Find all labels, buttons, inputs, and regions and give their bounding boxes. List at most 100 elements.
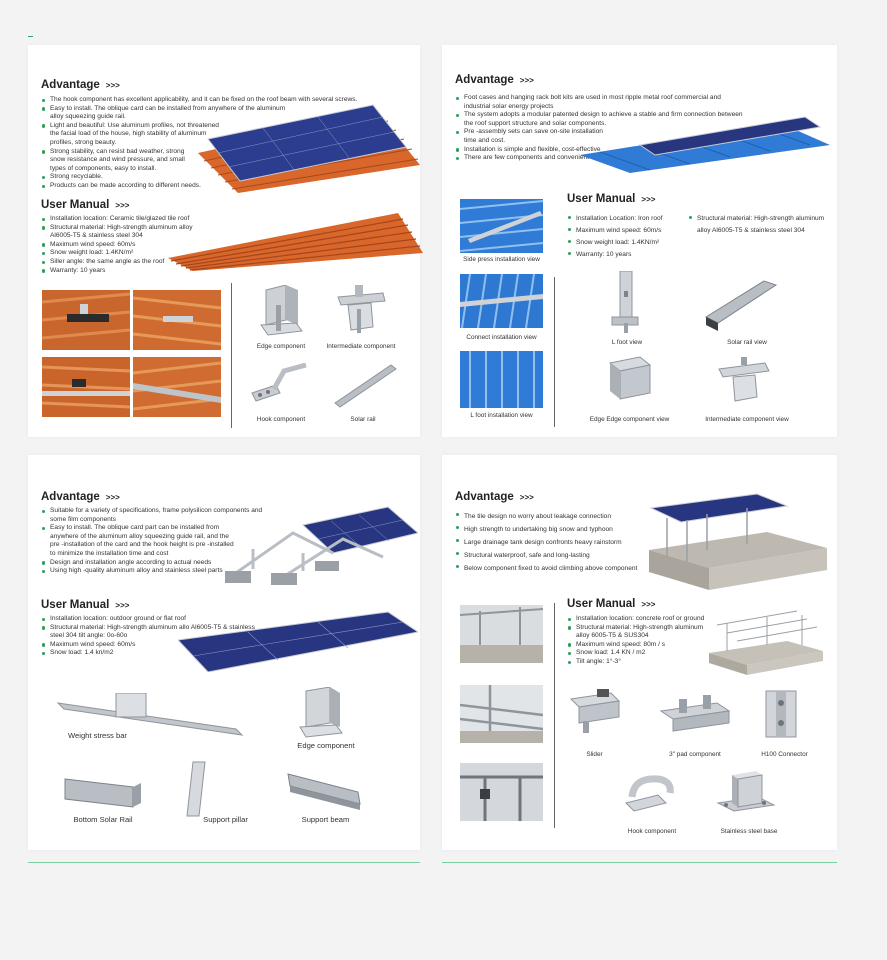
ground-mount-panel: Advantage>>> Suitable for a variety of s… xyxy=(28,455,420,850)
roof-photo xyxy=(42,290,130,350)
list-item: Design and installation angle according … xyxy=(41,559,271,568)
user-manual-heading: User Manual>>> xyxy=(567,193,656,205)
divider xyxy=(231,283,232,428)
component-caption: Support beam xyxy=(301,815,350,824)
weight-bar-icon xyxy=(56,693,244,736)
view-caption: Connect installation view xyxy=(466,334,537,341)
l-foot-icon xyxy=(611,271,639,333)
component-caption: Edge component xyxy=(297,741,355,750)
hook-icon xyxy=(625,775,674,812)
divider xyxy=(554,603,555,828)
roof-photo xyxy=(133,357,221,417)
list-item: Structural material: High-strength alumi… xyxy=(41,624,256,641)
list-item: Tilt angle: 1°-3° xyxy=(567,658,717,667)
list-item: Using high -quality aluminum alloy and s… xyxy=(41,567,271,576)
list-item: Structural material: High-strength alumi… xyxy=(41,224,210,241)
list-item: Structural material: High-strength alumi… xyxy=(688,213,828,237)
list-item: Structural material: High-strength alumi… xyxy=(567,624,717,641)
list-item: The hook component has excellent applica… xyxy=(41,96,371,105)
list-item: Easy to install. The oblique card part c… xyxy=(41,524,240,558)
edge-clamp-icon xyxy=(299,687,343,738)
mid-clamp-icon xyxy=(718,357,770,402)
list-item: Installation is simple and flexible, cos… xyxy=(455,146,745,155)
metal-roof-mount-panel: Advantage>>> Foot cases and hanging rack… xyxy=(442,45,837,437)
corner-mark xyxy=(28,36,33,37)
user-manual-list: Installation location: concrete roof or … xyxy=(567,615,717,667)
component-caption: Hook component xyxy=(256,416,306,423)
rooftop-structure-image xyxy=(649,493,827,590)
component-caption: Solar rail xyxy=(350,416,376,423)
solar-rail-icon xyxy=(704,280,778,331)
component-caption: Slider xyxy=(586,751,603,758)
list-item: Installation location: Ceramic tile/glaz… xyxy=(41,215,221,224)
list-item: There are few components and convenient … xyxy=(455,154,745,163)
structure-photo xyxy=(460,605,543,663)
pad-component-icon xyxy=(659,695,731,732)
advantage-list: The tile design no worry about leakage c… xyxy=(455,510,655,575)
user-manual-heading: User Manual>>> xyxy=(567,598,656,610)
list-item: Foot cases and hanging rack bolt kits ar… xyxy=(455,94,745,111)
user-manual-list: Structural material: High-strength alumi… xyxy=(688,213,828,237)
mid-clamp-icon xyxy=(337,285,386,333)
list-item: Snow load: 1.4 kn/m2 xyxy=(41,649,256,658)
support-beam-icon xyxy=(287,773,361,810)
component-caption: Hook component xyxy=(627,828,677,835)
list-item: High strength to undertaking big snow an… xyxy=(455,523,655,536)
list-item: Below component fixed to avoid climbing … xyxy=(455,562,655,575)
view-caption: Side press installation view xyxy=(463,256,540,263)
user-manual-list: Installation location: Ceramic tile/glaz… xyxy=(41,215,221,275)
tile-roof-image xyxy=(168,213,423,271)
component-caption: Stainless steel base xyxy=(720,828,778,835)
list-item: Warranty: 10 years xyxy=(567,249,692,261)
list-item: Maximum wind speed: 60m/s xyxy=(41,241,221,250)
user-manual-heading: User Manual>>> xyxy=(41,199,130,211)
connect-photo xyxy=(460,274,543,328)
metal-roof-panel-image xyxy=(580,116,830,173)
list-item: Structural waterproof, safe and long-las… xyxy=(455,549,655,562)
list-item: Installation location: outdoor ground or… xyxy=(41,615,256,624)
list-item: Maximum wind speed: 80m / s xyxy=(567,641,717,650)
user-manual-list: Installation location: outdoor ground or… xyxy=(41,615,256,658)
edge-clamp-icon xyxy=(608,356,652,400)
component-caption: H100 Connector xyxy=(761,751,808,758)
tile-roof-mount-panel: Advantage>>> The hook component has exce… xyxy=(28,45,423,437)
component-caption: Edge component xyxy=(256,343,306,350)
advantage-list: The hook component has excellent applica… xyxy=(41,96,371,191)
list-item: Large drainage tank design confronts hea… xyxy=(455,536,655,549)
list-item: Strong stability, can resist bad weather… xyxy=(41,148,200,174)
advantage-heading: Advantage>>> xyxy=(41,79,120,91)
list-item: Installation Location: Iron roof xyxy=(567,213,692,225)
divider xyxy=(554,277,555,427)
list-item: Strong recyclable. xyxy=(41,173,371,182)
advantage-heading: Advantage>>> xyxy=(455,74,534,86)
edge-clamp-icon xyxy=(260,285,303,336)
list-item: Snow load: 1.4 KN / m2 xyxy=(567,649,717,658)
frame-structure-image xyxy=(709,610,823,675)
l-foot-install-photo xyxy=(460,351,543,408)
list-item: Products can be made according to differ… xyxy=(41,182,371,191)
view-caption: L foot installation view xyxy=(470,412,533,419)
component-caption: Edge Edge component view xyxy=(589,416,670,423)
list-item: Snow weight load: 1.4KN/m² xyxy=(567,237,692,249)
support-pillar-icon xyxy=(186,761,206,817)
side-press-photo xyxy=(460,199,543,253)
list-item: The tile design no worry about leakage c… xyxy=(455,510,655,523)
ground-mount-image xyxy=(225,506,418,585)
advantage-list: Foot cases and hanging rack bolt kits ar… xyxy=(455,94,745,163)
user-manual-heading: User Manual>>> xyxy=(41,599,130,611)
roof-photo xyxy=(133,290,221,350)
component-caption: Solar rail view xyxy=(727,339,767,346)
list-item: Installation location: concrete roof or … xyxy=(567,615,717,624)
slider-icon xyxy=(569,689,621,733)
list-item: Warranty: 10 years xyxy=(41,267,221,276)
steel-base-icon xyxy=(716,771,776,812)
roof-photo xyxy=(42,357,130,417)
list-item: Suitable for a variety of specifications… xyxy=(41,507,271,524)
list-item: Snow weight load: 1.4KN/m² xyxy=(41,249,221,258)
advantage-list: Suitable for a variety of specifications… xyxy=(41,507,271,576)
structure-photo xyxy=(460,685,543,743)
structure-photo xyxy=(460,763,543,821)
panel-row-image xyxy=(178,611,418,672)
tile-roof-panel-image xyxy=(198,104,420,193)
bottom-rail-icon xyxy=(64,778,141,808)
